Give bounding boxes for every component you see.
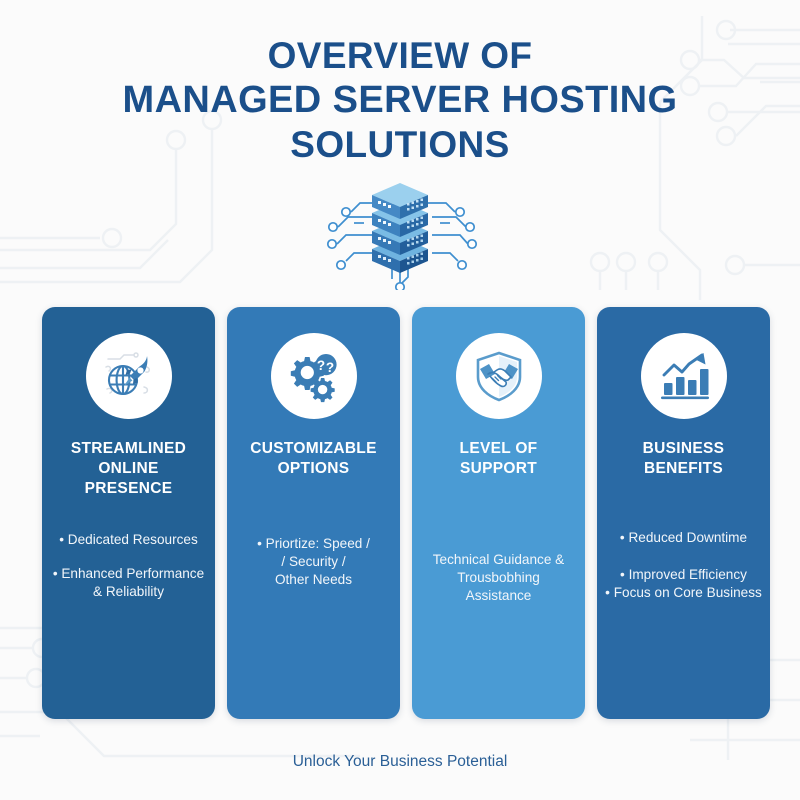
page-title-line-2: MANAGED SERVER HOSTING [122, 79, 678, 122]
card-heading-line-1: LEVEL OF [459, 440, 538, 457]
card-heading-line-1: CUSTOMIZABLE [250, 440, 377, 457]
card-bullet: • Dedicated Resources [59, 532, 198, 547]
growth-chart-icon [660, 353, 709, 400]
feature-cards-row: STREAMLINED ONLINE PRESENCE • Dedicated … [42, 307, 770, 719]
footer-tagline: Unlock Your Business Potential [292, 753, 508, 770]
card-body: Technical Guidance & Trousbobhing Assist… [410, 551, 587, 605]
page-title-line-1: OVERVIEW OF [267, 35, 533, 76]
card-body: • Dedicated Resources • Enhanced Perform… [40, 531, 217, 601]
card-heading-line-2: SUPPORT [459, 459, 538, 477]
card-icon-badge [455, 333, 542, 419]
card-business-benefits[interactable]: BUSINESS BENEFITS • Reduced Downtime • I… [597, 307, 770, 719]
card-bullet: Technical Guidance & Trousbobhing Assist… [432, 552, 565, 604]
card-bullet: • Reduced Downtime [619, 530, 748, 545]
card-heading-line-1: STREAMLINED [70, 440, 187, 457]
card-body: • Priortize: Speed / / Security / Other … [225, 535, 402, 589]
card-icon-badge: ? ? [270, 333, 357, 419]
card-heading-line-3: PRESENCE [84, 479, 173, 497]
card-heading: CUSTOMIZABLE OPTIONS [231, 439, 396, 479]
gears-question-icon: ? ? [290, 354, 337, 403]
card-level-of-support[interactable]: LEVEL OF SUPPORT Technical Guidance & Tr… [412, 307, 585, 719]
server-stack-icon [326, 183, 478, 290]
card-heading: BUSINESS BENEFITS [601, 439, 766, 479]
svg-text:?: ? [325, 360, 333, 375]
card-heading: LEVEL OF SUPPORT [416, 439, 581, 479]
card-customizable-options[interactable]: ? ? CUSTOMIZABLE OPTIONS • Priortize: Sp… [227, 307, 400, 719]
card-body: • Reduced Downtime • Improved Efficiency… [595, 529, 772, 602]
card-heading-line-2: OPTIONS [277, 459, 350, 477]
card-heading-line-1: BUSINESS [642, 440, 725, 457]
globe-rocket-icon [104, 352, 150, 396]
card-bullet: • Priortize: Speed / / Security / Other … [257, 536, 370, 588]
card-heading: STREAMLINED ONLINE PRESENCE [46, 439, 211, 498]
page-title-line-3: SOLUTIONS [290, 124, 510, 166]
card-bullet: • Improved Efficiency [620, 567, 747, 583]
card-icon-badge [640, 333, 727, 419]
card-bullet: • Focus on Core Business [605, 585, 762, 601]
svg-text:?: ? [316, 358, 324, 373]
page-title: OVERVIEW OF MANAGED SERVER HOSTING SOLUT… [0, 34, 800, 167]
card-heading-line-2: BENEFITS [643, 459, 724, 477]
shield-handshake-icon [476, 351, 521, 402]
card-bullet: • Enhanced Performance & Reliability [52, 566, 205, 600]
card-icon-badge [85, 333, 172, 419]
card-heading-line-2: ONLINE [98, 459, 159, 477]
card-streamlined-online-presence[interactable]: STREAMLINED ONLINE PRESENCE • Dedicated … [42, 307, 215, 719]
